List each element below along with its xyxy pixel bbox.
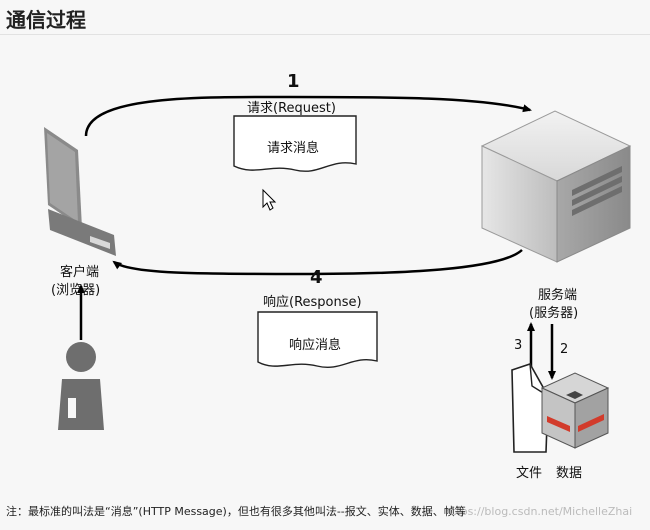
response-arrow: [112, 249, 523, 276]
step-4-number: 4: [310, 267, 323, 288]
server-label: 服务端: [538, 288, 578, 303]
page-title: 通信过程: [6, 8, 86, 32]
title-divider: [0, 34, 650, 35]
files-label: 文件: [516, 466, 543, 481]
step-1-number: 1: [287, 71, 300, 92]
mouse-cursor-icon: [262, 188, 277, 211]
step-2-number: 2: [560, 342, 569, 357]
response-label: 响应(Response): [263, 295, 362, 310]
client-computer-icon: [44, 127, 116, 256]
response-message-text: 响应消息: [289, 338, 342, 353]
step-3-number: 3: [514, 338, 523, 353]
client-label: 客户端: [60, 265, 100, 280]
request-label: 请求(Request): [247, 101, 336, 116]
request-message-text: 请求消息: [267, 141, 320, 156]
client-sublabel: (浏览器): [51, 283, 101, 298]
footnote: 注：最标准的叫法是“消息”(HTTP Message)，但也有很多其他叫法--报…: [6, 505, 466, 518]
server-icon: [480, 110, 632, 263]
database-icon: [540, 372, 610, 449]
response-message-shape: [257, 311, 378, 368]
request-message-shape: [233, 115, 357, 172]
user-icon: [58, 342, 104, 430]
server-sublabel: (服务器): [529, 306, 579, 321]
watermark: https://blog.csdn.net/MichelleZhai: [445, 505, 633, 518]
data-label: 数据: [556, 466, 583, 481]
request-arrow: [84, 95, 532, 137]
